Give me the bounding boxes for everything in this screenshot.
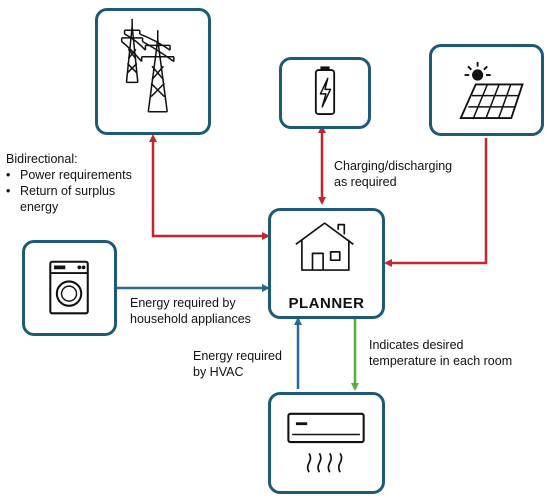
grid-label-item: Power requirements: [6, 167, 132, 183]
hvac-energy-label-line2: by HVAC: [193, 365, 244, 379]
battery-charging-icon: [314, 66, 336, 115]
hvac-energy-label-line1: Energy required: [193, 349, 282, 363]
grid-label-item-text: Return of surplus energy: [20, 184, 116, 214]
battery-label-line2: as required: [334, 175, 397, 189]
battery-label: Charging/discharging as required: [334, 158, 452, 190]
house-icon: [295, 222, 354, 271]
temperature-label-line1: Indicates desired: [369, 338, 464, 352]
temperature-label-line2: temperature in each room: [369, 354, 513, 368]
solar-panel-icon: [459, 61, 524, 119]
appliances-label-line2: household appliances: [130, 312, 251, 326]
planner-node: PLANNER: [268, 208, 385, 319]
battery-label-line1: Charging/discharging: [334, 159, 453, 173]
battery-node: [279, 57, 371, 129]
planner-label: PLANNER: [288, 295, 365, 312]
appliances-label-line1: Energy required by: [130, 296, 236, 310]
grid-node: [95, 8, 211, 135]
solar-planner-arrow: [384, 138, 488, 267]
grid-label-title: Bidirectional:: [6, 152, 78, 166]
air-conditioner-icon: [287, 412, 365, 473]
grid-label-list: Power requirements Return of surplus ene…: [6, 167, 132, 215]
grid-planner-arrow: [149, 134, 270, 240]
temperature-label: Indicates desired temperature in each ro…: [369, 337, 512, 369]
hvac-energy-label: Energy required by HVAC: [193, 348, 282, 380]
washing-machine-icon: [49, 260, 89, 315]
solar-node: [429, 44, 544, 136]
grid-label-item: Return of surplus energy: [6, 183, 130, 215]
washer-node: [22, 240, 117, 336]
hvac-node: [268, 392, 385, 494]
appliances-label: Energy required by household appliances: [130, 295, 251, 327]
power-tower-icon: [120, 18, 175, 113]
